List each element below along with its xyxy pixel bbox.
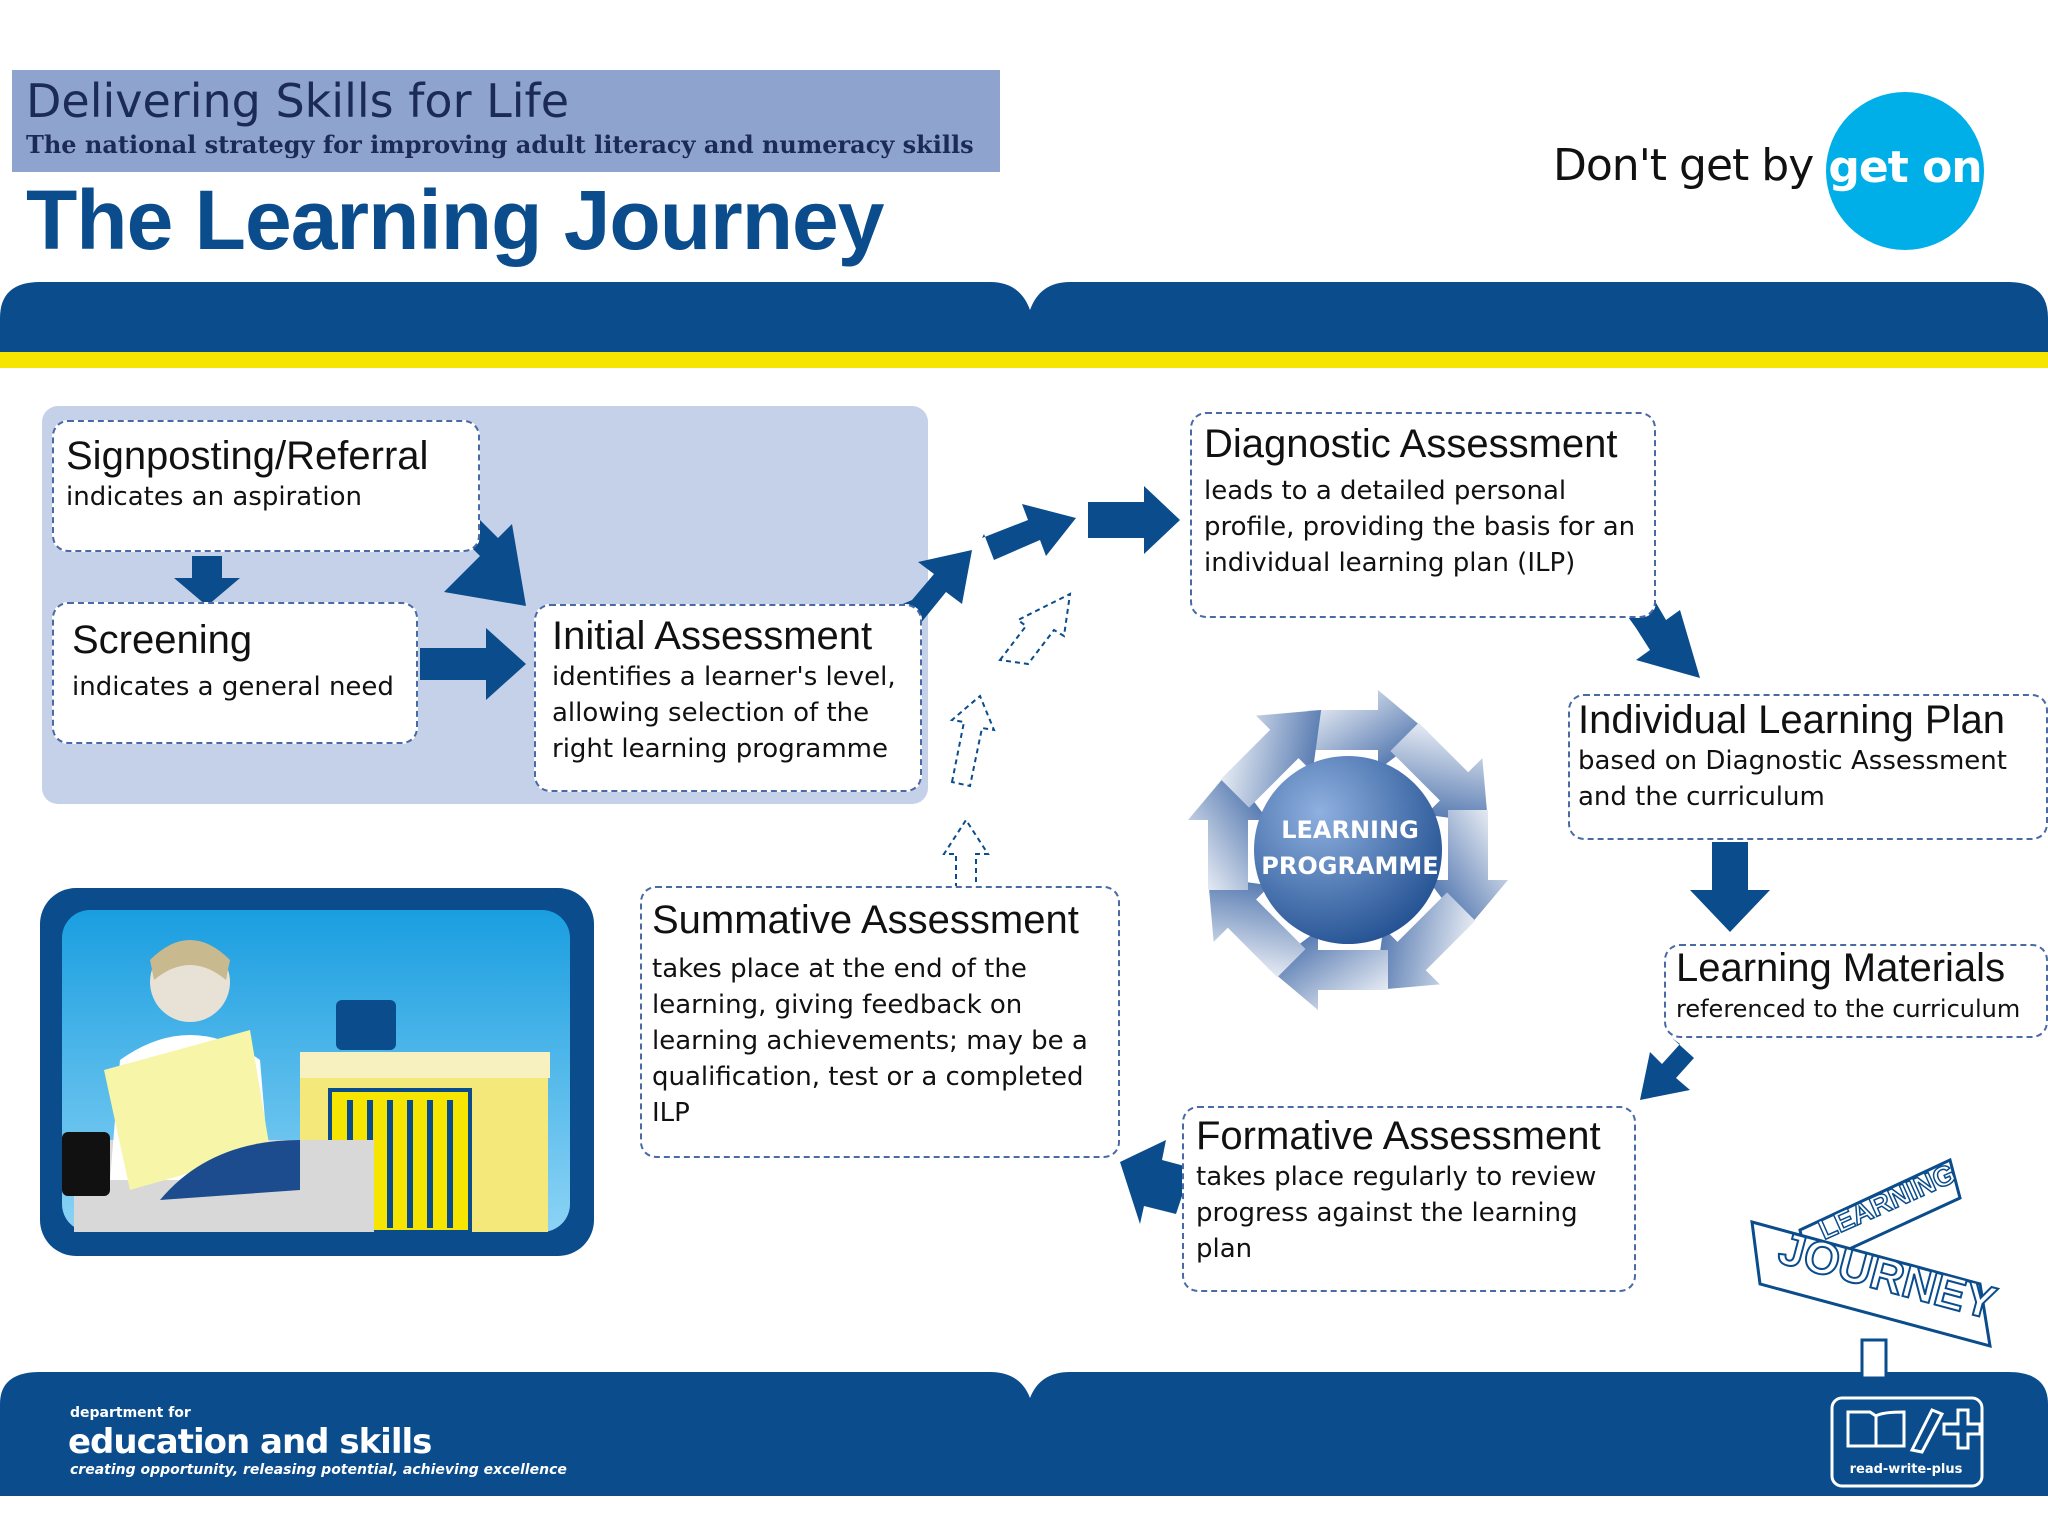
screening-box: Screening indicates a general need xyxy=(52,602,418,744)
dashed-arrow-2 xyxy=(949,694,996,788)
arrow-materials-formative xyxy=(1640,1038,1694,1100)
formative-title: Formative Assessment xyxy=(1196,1114,1601,1158)
arrow-formative-summative xyxy=(1120,1140,1192,1224)
header-banner xyxy=(12,70,1000,172)
arrow-screening-initial xyxy=(420,628,526,700)
arrow-to-diagnostic xyxy=(1088,486,1180,554)
learning-cycle xyxy=(1188,690,1508,1010)
summative-desc: takes place at the end of the learning, … xyxy=(652,954,1088,1128)
ilp-title: Individual Learning Plan xyxy=(1578,698,2005,742)
get-on-logo xyxy=(1826,92,1984,250)
dashed-arrow-3 xyxy=(998,592,1072,666)
read-write-plus-label: read-write-plus xyxy=(1849,1462,1963,1477)
journey-signpost xyxy=(1750,1157,1992,1380)
dashed-arrow-1 xyxy=(942,818,990,889)
page-title: The Learning Journey xyxy=(26,173,884,267)
dfes-tagline: creating opportunity, releasing potentia… xyxy=(70,1462,567,1478)
diagnostic-assessment-box: Diagnostic Assessment leads to a detaile… xyxy=(1190,412,1656,618)
learning-materials-box: Learning Materials referenced to the cur… xyxy=(1664,944,2048,1038)
individual-learning-plan-box: Individual Learning Plan based on Diagno… xyxy=(1568,694,2048,840)
signposting-desc: indicates an aspiration xyxy=(66,482,362,512)
materials-title: Learning Materials xyxy=(1676,946,2006,990)
campaign-tagline: Don't get by xyxy=(1553,140,1814,191)
read-write-plus-logo xyxy=(1830,1396,1984,1488)
learning-programme-label: LEARNING PROGRAMME xyxy=(1261,816,1439,880)
signposting-title: Signposting/Referral xyxy=(66,434,429,478)
materials-desc: referenced to the curriculum xyxy=(1676,995,2021,1023)
photo-illustration xyxy=(40,888,594,1256)
diagnostic-desc: leads to a detailed personal profile, pr… xyxy=(1204,476,1636,578)
ilp-desc: based on Diagnostic Assessment and the c… xyxy=(1578,746,2007,812)
dfes-department-label: department for xyxy=(70,1405,191,1421)
get-on-logo-text: get on xyxy=(1828,142,1982,193)
initial-assessment-box: Initial Assessment identifies a learner'… xyxy=(534,604,922,792)
header-subtitle: The national strategy for improving adul… xyxy=(26,130,974,159)
signposting-referral-box: Signposting/Referral indicates an aspira… xyxy=(52,420,480,552)
summative-title: Summative Assessment xyxy=(652,898,1079,942)
flow-arrows xyxy=(174,486,1770,1224)
dfes-logo-name: education and skills xyxy=(68,1422,432,1462)
screening-title: Screening xyxy=(72,618,253,662)
top-band xyxy=(0,282,2048,352)
arrow-signposting-screening xyxy=(174,556,240,606)
arrow-initial-up-1 xyxy=(898,550,972,624)
header-title: Delivering Skills for Life xyxy=(26,74,570,128)
summative-assessment-box: Summative Assessment takes place at the … xyxy=(640,886,1120,1158)
arrow-initial-up-2 xyxy=(982,504,1076,560)
formative-assessment-box: Formative Assessment takes place regular… xyxy=(1182,1106,1636,1292)
top-band-stripe xyxy=(0,352,2048,368)
initial-title: Initial Assessment xyxy=(552,614,873,658)
arrow-ilp-materials xyxy=(1690,842,1770,932)
screening-desc: indicates a general need xyxy=(72,672,394,702)
bottom-band xyxy=(0,1372,2048,1496)
initial-desc: identifies a learner's level, allowing s… xyxy=(552,662,896,764)
diagnostic-title: Diagnostic Assessment xyxy=(1204,422,1618,466)
learning-programme-hub xyxy=(1254,756,1442,944)
formative-desc: takes place regularly to review progress… xyxy=(1196,1162,1597,1264)
dashed-arrows xyxy=(942,592,1072,889)
